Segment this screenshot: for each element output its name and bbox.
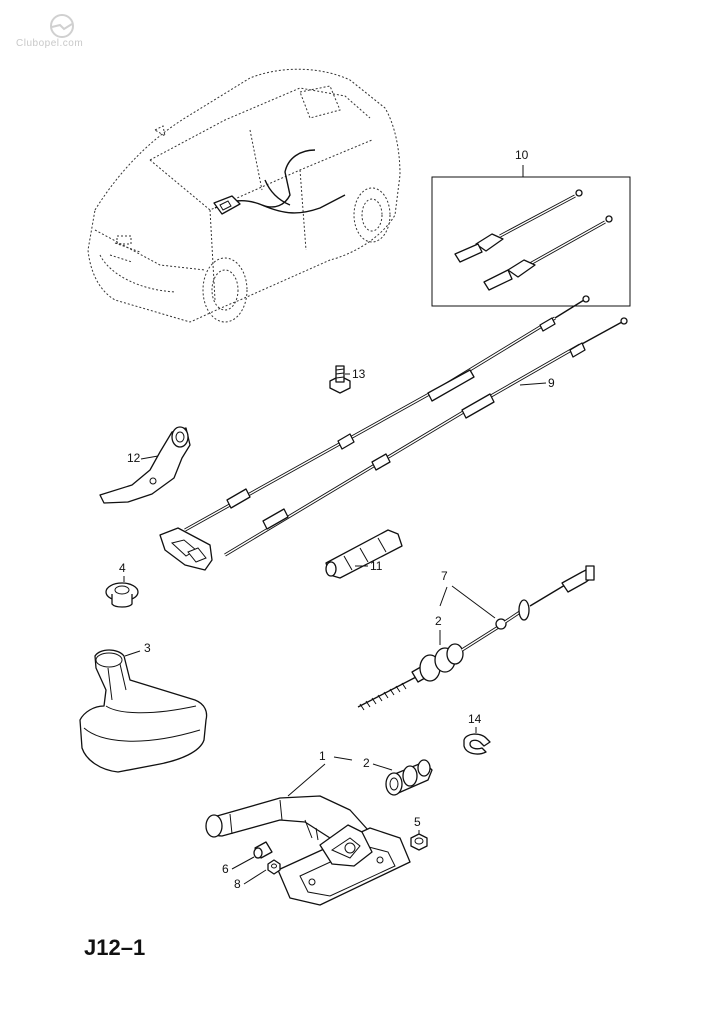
callout-1: 1 bbox=[319, 749, 326, 763]
callout-2-lower: 2 bbox=[363, 756, 370, 770]
part-13-bolt: 13 bbox=[329, 365, 366, 394]
part-12-bracket: 12 bbox=[99, 426, 191, 504]
callout-8: 8 bbox=[234, 877, 241, 891]
part-11-sleeve: 11 bbox=[325, 529, 403, 579]
part-6-8-small-parts: 6 8 bbox=[222, 841, 281, 891]
callout-2-upper: 2 bbox=[435, 614, 442, 628]
callout-11: 11 bbox=[370, 559, 383, 573]
callout-6: 6 bbox=[222, 862, 229, 876]
part-1-handbrake-lever: 1 bbox=[205, 749, 411, 906]
callout-5: 5 bbox=[414, 815, 421, 829]
callout-13: 13 bbox=[352, 367, 366, 381]
callout-14: 14 bbox=[468, 712, 482, 726]
part-3-boot: 3 bbox=[79, 641, 208, 773]
part-4-plug: 4 bbox=[105, 561, 139, 608]
part-2-grommet: 2 bbox=[363, 756, 433, 796]
page-code: J12–1 bbox=[84, 935, 146, 960]
part-9-rear-cables: 9 bbox=[159, 295, 628, 571]
part-10-cable-set: 10 bbox=[431, 148, 631, 307]
watermark-text: Clubopel.com bbox=[16, 38, 84, 49]
vehicle-outline bbox=[87, 68, 401, 323]
watermark-logo bbox=[50, 14, 74, 38]
callout-4: 4 bbox=[119, 561, 126, 575]
part-5-nut: 5 bbox=[410, 815, 428, 851]
callout-10: 10 bbox=[515, 148, 529, 162]
callout-12: 12 bbox=[127, 451, 141, 465]
callout-9: 9 bbox=[548, 376, 555, 390]
callout-3: 3 bbox=[144, 641, 151, 655]
part-14-clip: 14 bbox=[463, 712, 491, 755]
part-7-front-cable: 7 2 bbox=[357, 565, 595, 711]
callout-7: 7 bbox=[441, 569, 448, 583]
